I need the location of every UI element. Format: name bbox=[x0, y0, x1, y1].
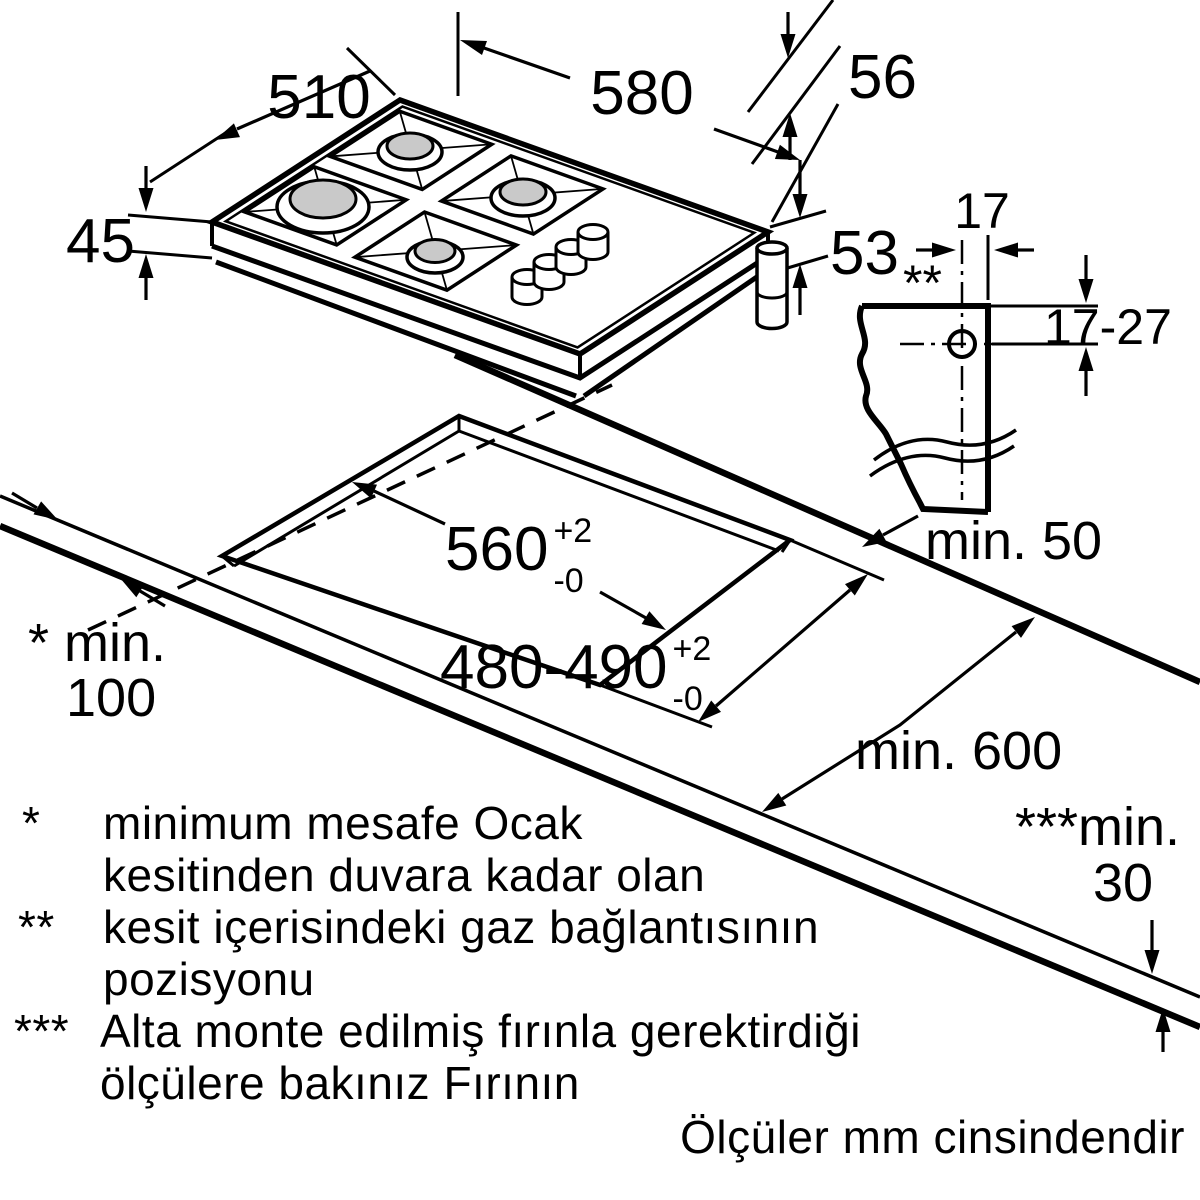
dim-560-base: 560 bbox=[445, 515, 549, 584]
dim-17-27 bbox=[990, 255, 1098, 396]
dim-560-tol-minus: -0 bbox=[553, 562, 584, 600]
footnote-1-marker: * bbox=[22, 797, 41, 849]
dim-17 bbox=[916, 235, 1034, 300]
worktop-front-top-edge bbox=[0, 494, 1200, 999]
footnote-3-line1: Alta monte edilmiş fırınla gerektirdiği bbox=[100, 1005, 861, 1057]
dim-min-100 bbox=[11, 491, 166, 608]
dim-580 bbox=[456, 12, 840, 223]
dim-480-tol-minus: -0 bbox=[672, 680, 703, 718]
hob-rim bbox=[226, 107, 755, 348]
gas-connection-stub bbox=[755, 240, 789, 331]
dim-label-min-30: ***min. bbox=[1014, 797, 1180, 857]
dim-label-min-100: * min. 100 bbox=[28, 613, 167, 729]
section-torn-edge bbox=[857, 304, 989, 515]
dim-label-45: 45 bbox=[66, 207, 135, 276]
gas-hole bbox=[947, 329, 977, 359]
break-line-upper bbox=[872, 428, 1017, 462]
gas-connection-section-detail bbox=[857, 235, 1098, 515]
dim-560 bbox=[352, 482, 666, 630]
min-100-line1: * min. bbox=[28, 613, 167, 673]
dim-label-510: 510 bbox=[267, 63, 371, 132]
dim-label-56: 56 bbox=[848, 43, 917, 112]
knob-icon bbox=[576, 223, 610, 261]
hob-body-edges bbox=[210, 222, 770, 399]
dim-label-17: 17 bbox=[954, 183, 1010, 239]
break-line-lower bbox=[868, 444, 1015, 478]
worktop-back-edge bbox=[453, 352, 1200, 685]
cutout-rim-ticks bbox=[221, 416, 792, 568]
hob-isometric-view bbox=[212, 100, 787, 396]
burner-front-center bbox=[405, 238, 465, 275]
dim-510 bbox=[149, 46, 397, 184]
units-note: Ölçüler mm cinsindendir bbox=[680, 1111, 1185, 1163]
footnote-3-marker: *** bbox=[14, 1005, 70, 1057]
dim-label-480-490: 480-490+2 -0 bbox=[440, 632, 711, 720]
min-100-line2: 100 bbox=[66, 668, 157, 729]
dim-min-600 bbox=[762, 617, 1035, 812]
section-outline bbox=[862, 303, 991, 512]
worktop-front-bottom-edge bbox=[0, 523, 1200, 1030]
gas-position-marker: ** bbox=[903, 255, 942, 311]
dim-label-min-30-value: 30 bbox=[1092, 853, 1154, 913]
dim-label-580: 580 bbox=[590, 59, 694, 128]
dim-45 bbox=[127, 166, 213, 300]
dim-480-base: 480-490 bbox=[440, 633, 668, 702]
dim-min-30 bbox=[1144, 920, 1171, 1052]
dim-480-tol-plus: +2 bbox=[672, 630, 712, 668]
footnote-2-line2: pozisyonu bbox=[103, 953, 315, 1005]
worktop-cutout-view bbox=[0, 352, 1200, 1030]
dim-min-50 bbox=[862, 514, 919, 547]
dim-label-560: 560+2 -0 bbox=[445, 514, 592, 602]
dim-56 bbox=[746, 0, 842, 165]
burner-rear-right bbox=[489, 177, 557, 218]
footnote-2-marker: ** bbox=[18, 901, 55, 953]
control-knobs bbox=[510, 223, 610, 306]
dim-480-490 bbox=[599, 538, 885, 729]
footnote-3-line2: ölçülere bakınız Fırının bbox=[100, 1057, 580, 1109]
dim-label-53: 53 bbox=[830, 219, 899, 288]
burner-front-left-large bbox=[275, 178, 371, 235]
footnote-1-line2: kesitinden duvara kadar olan bbox=[103, 849, 706, 901]
dim-label-min-600: min. 600 bbox=[855, 721, 1063, 781]
footnote-2-line1: kesit içerisindeki gaz bağlantısının bbox=[103, 901, 820, 953]
dim-53 bbox=[769, 160, 829, 315]
dim-label-min-50: min. 50 bbox=[925, 511, 1103, 571]
burner-rear-left bbox=[376, 131, 444, 172]
dim-560-tol-plus: +2 bbox=[553, 512, 593, 550]
pan-support-frames bbox=[239, 111, 608, 290]
footnote-1-line1: minimum mesafe Ocak bbox=[103, 797, 583, 849]
dim-label-17-27: 17-27 bbox=[1044, 299, 1172, 355]
